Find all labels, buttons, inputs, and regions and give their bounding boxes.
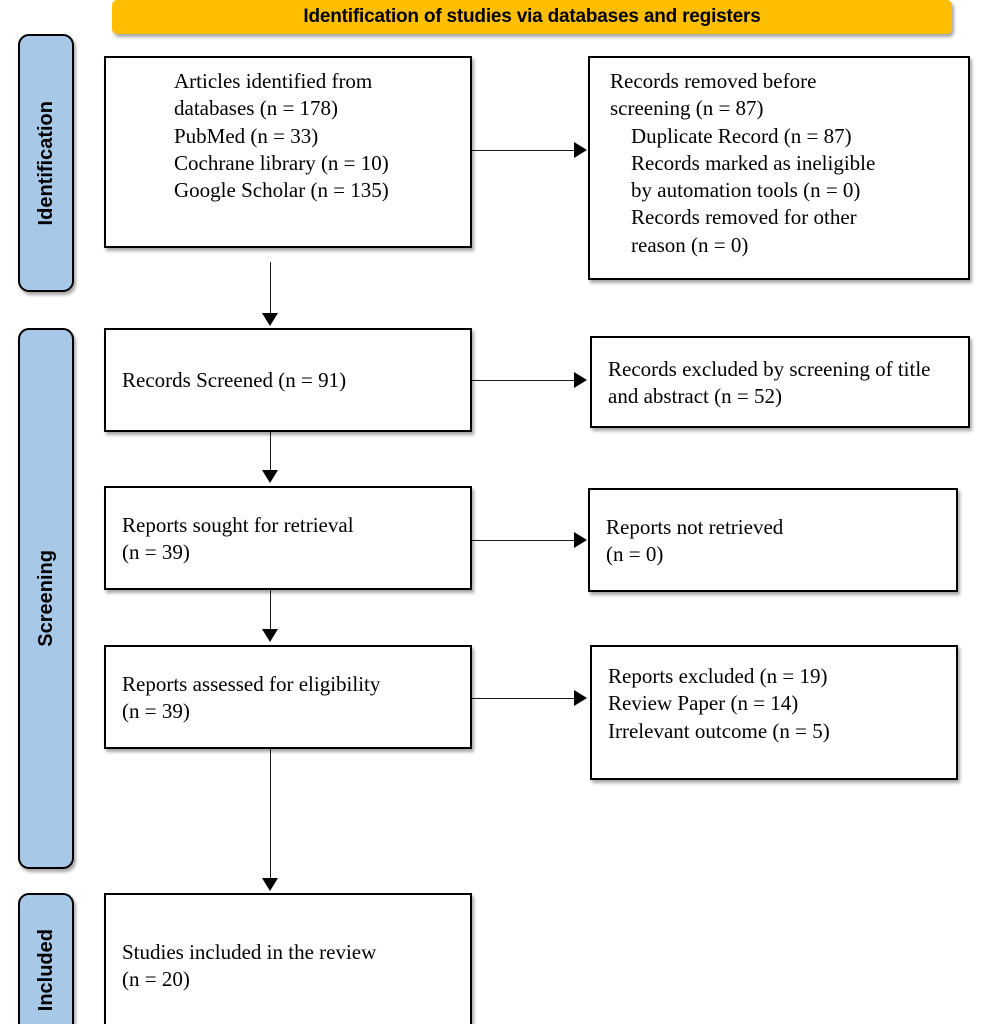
- arrow-assessed-to-excluded: [472, 698, 576, 699]
- stage-label-included-text: Included: [34, 928, 57, 1012]
- arrow-sought-to-assessed: [270, 590, 271, 631]
- diagram-header-banner: Identification of studies via databases …: [112, 0, 952, 34]
- arrow-screened-to-excluded-head: [574, 372, 587, 388]
- node-reports-excluded-text: Reports excluded (n = 19) Review Paper (…: [608, 664, 830, 743]
- arrow-identified-to-screened-head: [262, 313, 278, 326]
- stage-label-identification-text: Identification: [34, 100, 57, 226]
- arrow-sought-to-assessed-head: [262, 629, 278, 642]
- arrow-assessed-to-excluded-head: [574, 690, 587, 706]
- node-records-excluded-screening-text: Records excluded by screening of title a…: [608, 357, 931, 409]
- node-reports-assessed: Reports assessed for eligibility (n = 39…: [104, 645, 472, 749]
- stage-label-screening-text: Screening: [34, 550, 57, 647]
- node-records-screened: Records Screened (n = 91): [104, 328, 472, 432]
- diagram-title: Identification of studies via databases …: [303, 5, 761, 27]
- node-records-screened-text: Records Screened (n = 91): [122, 368, 347, 393]
- node-reports-sought-text: Reports sought for retrieval (n = 39): [122, 512, 354, 564]
- node-articles-identified: Articles identified from databases (n = …: [104, 56, 472, 248]
- arrow-identified-to-removed-head: [574, 142, 587, 158]
- stage-label-screening: Screening: [18, 328, 74, 869]
- node-records-removed: Records removed before screening (n = 87…: [588, 56, 970, 280]
- node-studies-included-text: Studies included in the review (n = 20): [122, 939, 377, 991]
- node-reports-assessed-text: Reports assessed for eligibility (n = 39…: [122, 671, 381, 723]
- arrow-sought-to-not-retrieved: [472, 540, 576, 541]
- stage-label-included: Included: [18, 893, 74, 1024]
- arrow-screened-to-sought: [270, 432, 271, 472]
- arrow-assessed-to-included: [270, 749, 271, 880]
- arrow-screened-to-sought-head: [262, 470, 278, 483]
- arrow-sought-to-not-retrieved-head: [574, 532, 587, 548]
- arrow-identified-to-screened: [270, 262, 271, 315]
- stage-label-identification: Identification: [18, 34, 74, 292]
- node-records-removed-text: Records removed before screening (n = 87…: [610, 69, 876, 257]
- node-articles-identified-text: Articles identified from databases (n = …: [174, 69, 389, 203]
- node-reports-excluded: Reports excluded (n = 19) Review Paper (…: [590, 645, 958, 780]
- arrow-screened-to-excluded: [472, 380, 576, 381]
- node-records-excluded-screening: Records excluded by screening of title a…: [590, 336, 970, 428]
- arrow-identified-to-removed: [472, 150, 576, 151]
- node-studies-included: Studies included in the review (n = 20): [104, 893, 472, 1024]
- node-reports-not-retrieved-text: Reports not retrieved (n = 0): [606, 514, 784, 566]
- node-reports-not-retrieved: Reports not retrieved (n = 0): [588, 488, 958, 592]
- arrow-assessed-to-included-head: [262, 878, 278, 891]
- node-reports-sought: Reports sought for retrieval (n = 39): [104, 486, 472, 590]
